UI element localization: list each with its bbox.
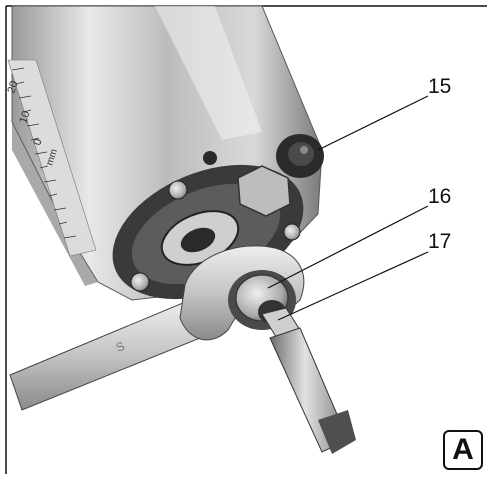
callout-17: 17 [428,230,452,253]
router-bit [261,307,356,454]
scale-mark-10: 10 [17,110,32,125]
callout-15: 15 [428,75,452,98]
leader-lines [267,95,429,321]
callout-16: 16 [428,185,452,208]
panel-letter-badge: A [443,430,483,470]
ruler-ticks [11,67,77,239]
scale-mark-0: 0 [31,137,44,147]
scale-mark-20: 20 [5,80,20,95]
scale-unit: mm [44,148,60,167]
